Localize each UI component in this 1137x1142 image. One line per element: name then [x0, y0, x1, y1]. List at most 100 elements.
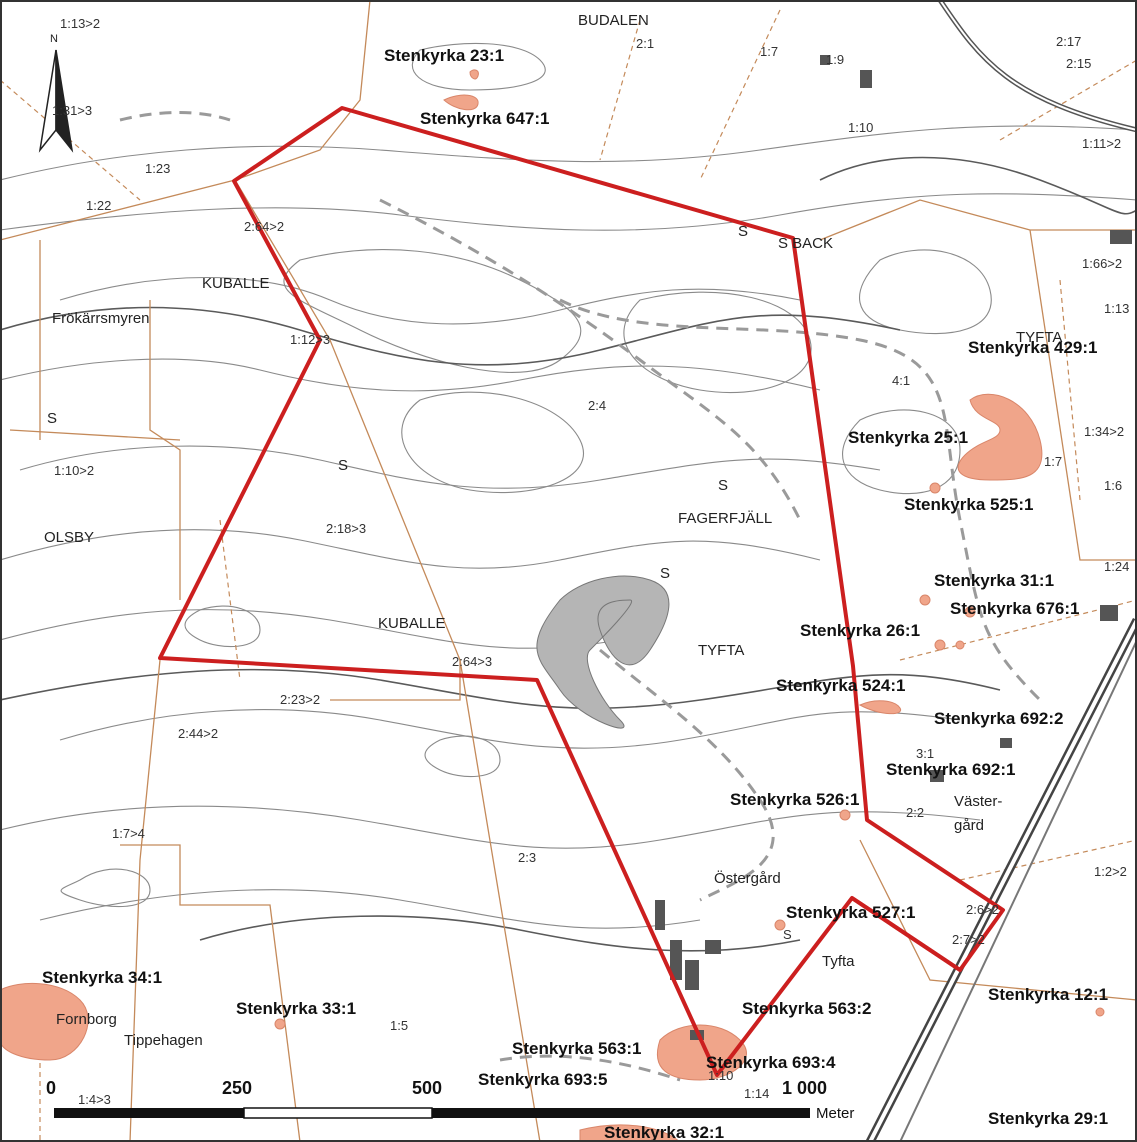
site-label: Stenkyrka 527:1 — [786, 903, 915, 922]
scale-unit: Meter — [816, 1105, 854, 1122]
north-arrow-icon: N — [38, 33, 74, 153]
property-label: 1:7 — [1044, 454, 1062, 469]
boundary — [158, 106, 1005, 1077]
property-label: 2:64>3 — [452, 654, 492, 669]
site-label: Stenkyrka 31:1 — [934, 571, 1054, 590]
place-label-kuballe-south: KUBALLE — [378, 615, 446, 632]
site-label: Stenkyrka 647:1 — [420, 109, 549, 128]
site-label: Stenkyrka 692:2 — [934, 709, 1063, 728]
property-label: 1:5 — [390, 1018, 408, 1033]
place-label-kuballe-north: KUBALLE — [202, 275, 270, 292]
scale-tick-1000: 1 000 — [782, 1078, 827, 1098]
place-label-frokarrsmyren: Frökärrsmyren — [52, 310, 150, 327]
property-label: 2:2 — [906, 805, 924, 820]
site-label: Stenkyrka 32:1 — [604, 1123, 724, 1142]
property-label: 1:24 — [1104, 559, 1129, 574]
roads — [865, 0, 1137, 1142]
property-label: 1:7 — [760, 44, 778, 59]
site-label: Stenkyrka 429:1 — [968, 338, 1097, 357]
property-label: 1:11>2 — [1082, 136, 1121, 151]
site-label: Stenkyrka 693:5 — [478, 1070, 607, 1089]
place-label-tyfta-ne: TYFTA — [1016, 329, 1062, 346]
site-label: Stenkyrka 526:1 — [730, 790, 859, 809]
property-label: 1:34>2 — [1084, 424, 1124, 439]
place-label-tyfta-south: Tyfta — [822, 953, 855, 970]
site-labels: Stenkyrka 23:1 Stenkyrka 647:1 Stenkyrka… — [42, 46, 1108, 1142]
site-label: Stenkyrka 525:1 — [904, 495, 1033, 514]
tracks — [119, 111, 1042, 1082]
property-label: 1:13>2 — [60, 16, 100, 31]
property-label: 1:14 — [744, 1086, 769, 1101]
property-label: 2:64>2 — [244, 219, 284, 234]
site-label: Stenkyrka 33:1 — [236, 999, 356, 1018]
place-label-fagerfjall: FAGERFJÄLL — [678, 510, 772, 527]
site-label: Stenkyrka 524:1 — [776, 676, 905, 695]
site-label: Stenkyrka 29:1 — [988, 1109, 1108, 1128]
property-label: 2:17 — [1056, 34, 1081, 49]
property-label: 2:18>3 — [326, 521, 366, 536]
scale-bar: 0 250 500 1 000 Meter — [46, 1078, 854, 1122]
property-label: 2:3 — [518, 850, 536, 865]
s-marker: S — [660, 565, 670, 582]
property-label: 1:6 — [1104, 478, 1122, 493]
property-label: 2:44>2 — [178, 726, 218, 741]
property-label: 2:7>2 — [952, 932, 985, 947]
site-label: Stenkyrka 25:1 — [848, 428, 968, 447]
property-label: 1:10 — [848, 120, 873, 135]
place-label-budalen: BUDALEN — [578, 12, 649, 29]
property-label: 1:23 — [145, 161, 170, 176]
property-label: 4:1 — [892, 373, 910, 388]
contour-lines — [0, 42, 1137, 929]
property-label: 1:9 — [826, 52, 844, 67]
s-marker: S — [338, 457, 348, 474]
scale-tick-0: 0 — [46, 1078, 56, 1098]
place-label-fornborg: Fornborg — [56, 1011, 117, 1028]
place-labels: BUDALEN KUBALLE Frökärrsmyren OLSBY KUBA… — [44, 12, 1062, 1049]
site-label: Stenkyrka 692:1 — [886, 760, 1015, 779]
s-marker: S — [718, 477, 728, 494]
property-label: 1:66>2 — [1082, 256, 1122, 271]
scale-tick-250: 250 — [222, 1078, 252, 1098]
property-label: 1:2>2 — [1094, 864, 1127, 879]
property-label: 1:12>3 — [290, 332, 330, 347]
place-label-ostergard: Östergård — [714, 869, 781, 887]
property-label: 1:22 — [86, 198, 111, 213]
property-label: 1:10 — [708, 1068, 733, 1083]
s-marker: S — [47, 410, 57, 427]
property-label: 1:7>4 — [112, 826, 145, 841]
scale-tick-500: 500 — [412, 1078, 442, 1098]
property-label: 2:4 — [588, 398, 606, 413]
property-label: 1:4>3 — [78, 1092, 111, 1107]
place-label-vastergard-1: Väster- — [954, 793, 1002, 810]
buildings — [655, 55, 1132, 1040]
place-label-tippehagen: Tippehagen — [124, 1032, 203, 1049]
s-marker: S — [738, 223, 748, 240]
site-label: Stenkyrka 34:1 — [42, 968, 162, 987]
property-labels: 1:13>2 2:1 1:7 1:9 2:17 2:15 1:31>3 1:10… — [52, 16, 1129, 1107]
place-label-tyfta-mid: TYFTA — [698, 642, 744, 659]
property-label: 1:10>2 — [54, 463, 94, 478]
place-label-olsby: OLSBY — [44, 529, 94, 546]
site-label: Stenkyrka 23:1 — [384, 46, 504, 65]
property-label: 1:31>3 — [52, 103, 92, 118]
site-label: Stenkyrka 26:1 — [800, 621, 920, 640]
place-label-vastergard-2: gård — [954, 817, 984, 834]
site-label: Stenkyrka 563:2 — [742, 999, 871, 1018]
site-label: Stenkyrka 12:1 — [988, 985, 1108, 1004]
property-label: 2:15 — [1066, 56, 1091, 71]
s-marker: S — [783, 927, 792, 942]
quarry-area — [536, 575, 670, 729]
property-label: 2:6>2 — [966, 902, 999, 917]
property-label: 3:1 — [916, 746, 934, 761]
property-label: 2:1 — [636, 36, 654, 51]
property-label: 1:13 — [1104, 301, 1129, 316]
property-label: 2:23>2 — [280, 692, 320, 707]
s-markers: S S S S S S S — [47, 223, 792, 942]
place-label-s-back: S BACK — [778, 235, 833, 252]
site-label: Stenkyrka 693:4 — [706, 1053, 836, 1072]
site-label: Stenkyrka 676:1 — [950, 599, 1079, 618]
